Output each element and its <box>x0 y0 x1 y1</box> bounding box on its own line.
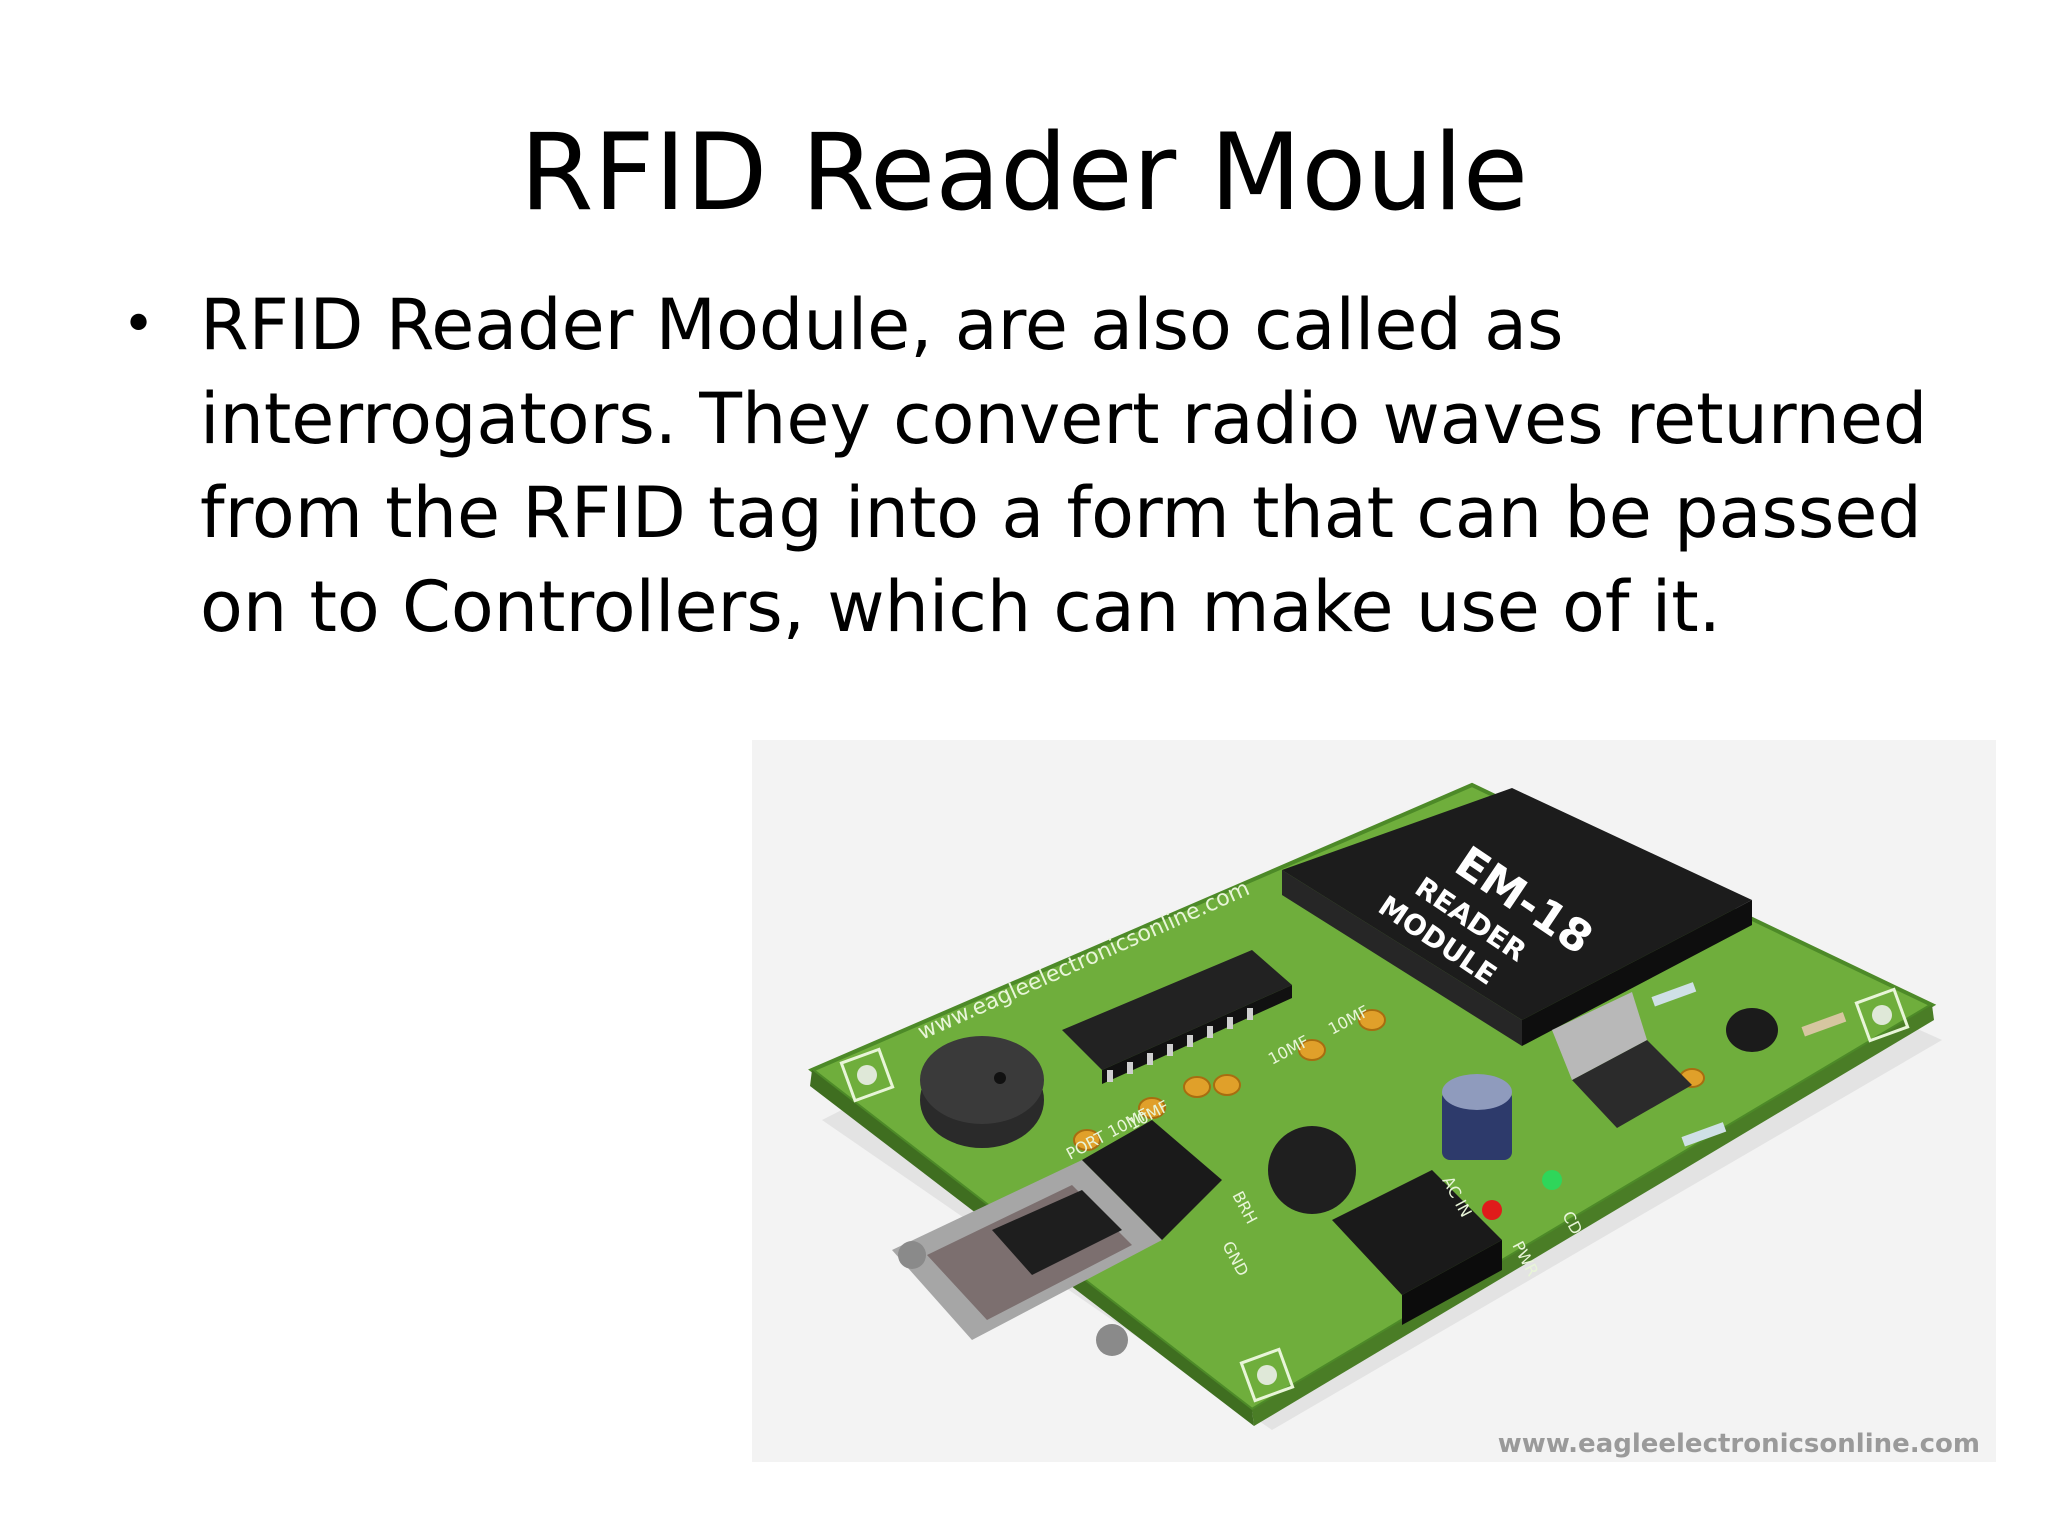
bullet-dot-icon: • <box>122 292 156 357</box>
rfid-module-photo: www.eagleelectronicsonline.com EM-18 REA… <box>752 740 1996 1462</box>
em18-module <box>1282 788 1752 1020</box>
slide-title: RFID Reader Moule <box>519 111 1529 234</box>
ic-chip <box>1062 950 1292 1070</box>
photo-watermark: www.eagleelectronicsonline.com <box>1498 1429 1980 1459</box>
voltage-regulator <box>1572 1040 1692 1128</box>
bullet-item: • RFID Reader Module, are also called as… <box>112 278 1982 654</box>
led-green <box>1542 1170 1562 1190</box>
led-red <box>1482 1200 1502 1220</box>
bridge-rectifier <box>1268 1126 1356 1214</box>
transistor <box>1726 1008 1778 1052</box>
dc-jack <box>1332 1170 1502 1295</box>
bullet-list: • RFID Reader Module, are also called as… <box>112 278 1982 654</box>
bullet-text: RFID Reader Module, are also called as i… <box>200 284 1928 648</box>
